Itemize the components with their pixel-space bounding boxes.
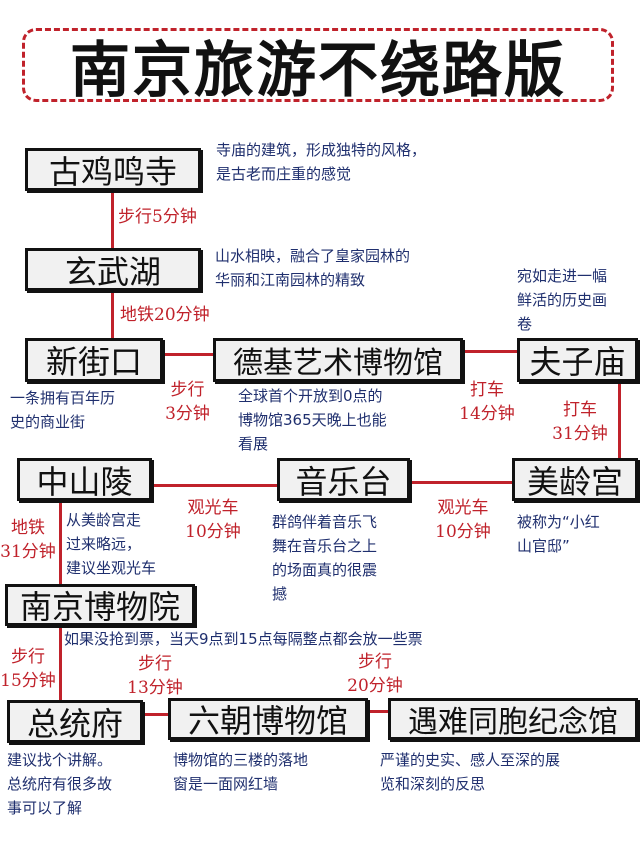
node-presidential-palace: 总统府 — [7, 700, 143, 743]
connector-line — [368, 710, 389, 713]
node-nanjing-museum: 南京博物院 — [5, 584, 195, 626]
desc-music-stage: 群鸽伴着音乐飞舞在音乐台之上的场面真的很震撼 — [272, 513, 378, 603]
connector-line — [152, 484, 278, 487]
node-jiming-temple: 古鸡鸣寺 — [25, 148, 201, 191]
node-xuanwu-lake: 玄武湖 — [25, 248, 201, 291]
node-massacre-memorial: 遇难同胞纪念馆 — [388, 698, 638, 740]
desc-zhongshanling: 从美龄宫走过来略远，建议坐观光车 — [66, 511, 157, 577]
desc-presidential-palace: 建议找个讲解。总统府有很多故事可以了解 — [7, 751, 113, 817]
desc-nanjing-museum: 如果没抢到票，当天9点到15点每隔整点都会放一些票 — [64, 630, 423, 648]
desc-six-dynasties: 博物馆的三楼的落地窗是一面网红墙 — [173, 751, 309, 793]
node-six-dynasties-museum: 六朝博物馆 — [168, 698, 368, 740]
desc-memorial: 严谨的史实、感人至深的展览和深刻的反思 — [380, 751, 561, 793]
page-title: 南京旅游不绕路版 — [70, 35, 566, 106]
desc-xuanwu: 山水相映，融合了皇家园林的华丽和江南园林的精致 — [215, 247, 411, 289]
connector-line — [462, 350, 518, 353]
node-music-stage: 音乐台 — [277, 458, 410, 501]
desc-fuzimiao: 宛如走进一幅鲜活的历史画卷 — [517, 267, 608, 333]
desc-meiling: 被称为“小红山官邸” — [517, 513, 600, 555]
connector-line — [111, 190, 114, 248]
desc-deji: 全球首个开放到0点的博物馆365天晚上也能看展 — [238, 387, 387, 453]
node-zhongshanling: 中山陵 — [17, 458, 152, 501]
connector-line — [111, 290, 114, 338]
connector-line — [59, 500, 62, 586]
connector-line — [618, 382, 621, 460]
edge-label: 步行5分钟 — [118, 207, 197, 227]
connector-line — [163, 353, 215, 356]
desc-jiming: 寺庙的建筑，形成独特的风格，是古老而庄重的感觉 — [216, 141, 427, 183]
connector-line — [59, 625, 62, 701]
node-meiling-palace: 美龄宫 — [512, 458, 638, 501]
node-deji-museum: 德基艺术博物馆 — [213, 338, 463, 382]
connector-line — [143, 713, 169, 716]
node-xinjiekou: 新街口 — [25, 338, 163, 382]
connector-line — [410, 481, 513, 484]
desc-xinjiekou: 一条拥有百年历史的商业街 — [10, 389, 116, 431]
title-frame: 南京旅游不绕路版 — [22, 28, 614, 106]
node-fuzimiao: 夫子庙 — [517, 338, 638, 382]
edge-label: 地铁20分钟 — [120, 305, 210, 325]
